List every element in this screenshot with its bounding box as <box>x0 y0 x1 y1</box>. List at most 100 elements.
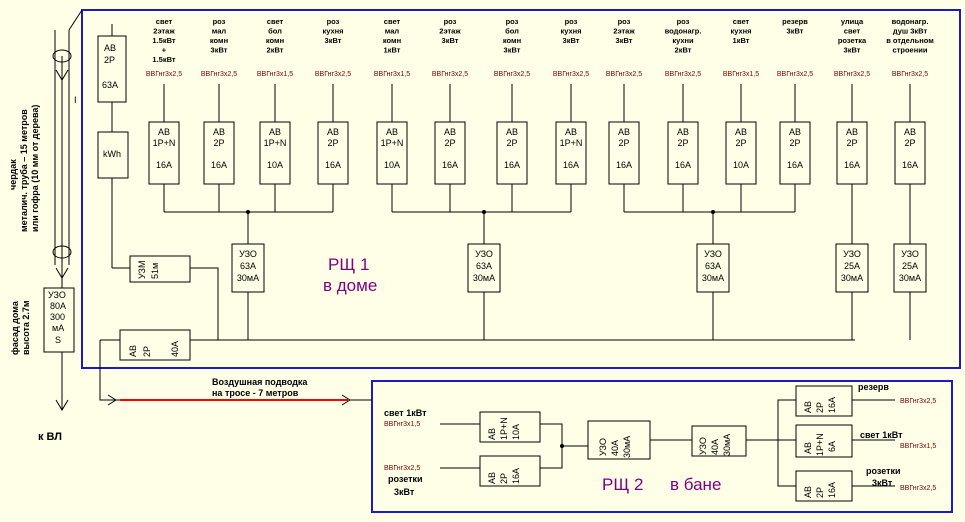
circuit-title-line: роз <box>677 17 690 26</box>
breaker-label: 16А <box>563 160 579 170</box>
breaker-label: 1Р+N <box>264 138 287 148</box>
circuit-title-line: водонагр. <box>665 27 702 36</box>
breaker-label: АВ <box>506 127 518 137</box>
bath-uzo-b-1: УЗО <box>698 437 708 455</box>
input-uzo-line-5: S <box>55 335 61 345</box>
circuit-cable: ВВГнг3х2,5 <box>146 71 182 78</box>
air-line-text-2: на тросе - 7 метров <box>212 388 299 398</box>
circuit-title-line: 3кВт <box>844 46 861 55</box>
circuit-cable: ВВГнг3х2,5 <box>777 71 813 78</box>
to-vl-label: к ВЛ <box>38 431 62 443</box>
circuit-title-line: свет <box>267 17 284 26</box>
breaker-label: АВ <box>735 127 747 137</box>
circuit-title-line: мал <box>212 27 227 36</box>
circuit-title-line: 3кВт <box>787 27 804 36</box>
circuit-cable: ВВГнг3х2,5 <box>315 71 351 78</box>
bath-light-in-br-2: 1Р+N <box>499 417 509 440</box>
breaker-label: 2Р <box>327 138 338 148</box>
bath-light-out-title: свет 1кВт <box>860 430 903 440</box>
panel2-title: РЩ 2 <box>602 475 643 494</box>
circuit-title-line: 1кВт <box>384 46 401 55</box>
circuit-breaker <box>434 121 466 185</box>
breaker-label: 2Р <box>846 138 857 148</box>
breaker-label: АВ <box>618 127 630 137</box>
main-breaker-line-2: 2Р <box>104 55 115 65</box>
breaker-label: 16А <box>156 160 172 170</box>
uzm-line-2: 51м <box>150 263 160 279</box>
circuit-title-line: бол <box>268 27 282 36</box>
circuit-breaker <box>725 121 757 185</box>
bath-light-out-br-2: 1Р+N <box>815 433 825 456</box>
input-uzo-line-1: УЗО <box>48 290 66 300</box>
circuit-cable: ВВГнг3х1,5 <box>723 71 759 78</box>
uzo-label: 30мА <box>702 273 724 283</box>
circuit-cable: ВВГнг3х2,5 <box>201 71 237 78</box>
circuit-breaker <box>259 121 291 185</box>
circuit-breaker <box>667 121 699 185</box>
circuit-title-line: кухни <box>672 36 694 45</box>
breaker-label: АВ <box>158 127 170 137</box>
breaker-label: 16А <box>844 160 860 170</box>
circuit-title-line: роз <box>565 17 578 26</box>
uzm-line-1: УЗМ <box>137 261 147 279</box>
breaker-label: АВ <box>789 127 801 137</box>
circuit-title-line: резерв <box>782 17 808 26</box>
circuit-cable: ВВГнг3х2,5 <box>432 71 468 78</box>
circuit-title-line: роз <box>506 17 519 26</box>
breaker-label: АВ <box>213 127 225 137</box>
breaker-label: 2Р <box>904 138 915 148</box>
breaker-label: 2Р <box>506 138 517 148</box>
breaker-label: АВ <box>565 127 577 137</box>
bath-sock-in-cable: ВВГнг3х2,5 <box>384 465 420 472</box>
breaker-label: 16А <box>675 160 691 170</box>
circuit-title-line: 2кВт <box>675 46 692 55</box>
breaker-label: 1Р+N <box>381 138 404 148</box>
circuit-title-line: кухня <box>560 27 581 36</box>
circuit-breaker <box>317 121 349 185</box>
bath-uzo-a-3: 30мА <box>622 436 632 458</box>
circuit-title-line: 3кВт <box>211 46 228 55</box>
circuit-cable: ВВГнг3х2,5 <box>494 71 530 78</box>
circuit-cable: ВВГнг3х2,5 <box>834 71 870 78</box>
circuit-title-line: 2кВт <box>267 46 284 55</box>
input-uzo: УЗО 80А 300 мА S <box>43 287 75 353</box>
breaker-label: 2Р <box>789 138 800 148</box>
circuit-title-line: кухня <box>322 27 343 36</box>
pipe-label-1: металич. труба – 15 метров <box>19 109 29 232</box>
bath-sock-out-cable: ВВГнг3х2,5 <box>900 485 936 492</box>
uzo-label: УЗО <box>239 249 257 259</box>
breaker-label: 10А <box>384 160 400 170</box>
uzo-3: УЗО 63А 30мА <box>696 210 730 340</box>
breaker-label: 2Р <box>444 138 455 148</box>
uzo-label: 30мА <box>237 273 259 283</box>
bath-res-br-1: АВ <box>803 401 813 413</box>
breaker-label: 1Р+N <box>560 138 583 148</box>
breaker-label: 16А <box>787 160 803 170</box>
breaker-label: АВ <box>386 127 398 137</box>
circuit-title-line: в отдельном <box>886 36 934 45</box>
uzo-label: УЗО <box>704 249 722 259</box>
bath-uzo-a-2: 40А <box>610 440 620 456</box>
panel2-subtitle: в бане <box>670 475 721 494</box>
breaker-label: 16А <box>504 160 520 170</box>
uzo-label: 63А <box>705 261 721 271</box>
circuit-breaker <box>376 121 408 185</box>
uzm-relay: УЗМ 51м <box>129 255 191 283</box>
bath-uzo-b-3: 30мА <box>722 434 732 456</box>
panel1-subtitle: в доме <box>323 276 377 295</box>
air-line-text-1: Воздушная подводка <box>212 377 308 387</box>
breaker-label: АВ <box>904 127 916 137</box>
circuit-title-line: комн <box>266 36 284 45</box>
breaker-label: 2Р <box>618 138 629 148</box>
bath-res-title: резерв <box>858 382 889 392</box>
breaker-label: 10А <box>267 160 283 170</box>
facade-label-2: высота 2.7м <box>21 300 31 355</box>
